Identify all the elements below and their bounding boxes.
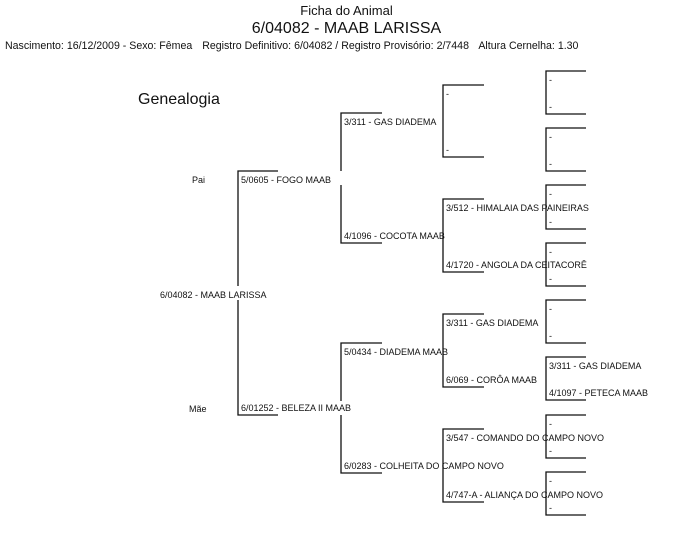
great-great-grandparent-dam-label: - xyxy=(549,274,552,284)
pedigree-bracket xyxy=(545,299,586,344)
great-great-grandparent-sire-label: - xyxy=(549,75,552,85)
grandparent-dam-label: 6/0283 - COLHEITA DO CAMPO NOVO xyxy=(344,461,504,471)
pedigree-bracket xyxy=(442,313,484,388)
pedigree-bracket xyxy=(545,414,586,459)
animal-name: 6/04082 - MAAB LARISSA xyxy=(251,20,442,37)
pedigree-bracket xyxy=(442,84,484,158)
great-great-grandparent-sire-label: - xyxy=(549,476,552,486)
pedigree-bracket xyxy=(340,112,382,244)
pedigree-bracket xyxy=(237,170,278,416)
registry: Registro Definitivo: 6/04082 / Registro … xyxy=(202,40,469,52)
great-great-grandparent-dam-label: - xyxy=(549,446,552,456)
great-grandparent-dam-label: 4/1720 - ANGOLA DA CEITACORÊ xyxy=(446,260,587,270)
great-great-grandparent-sire-label: - xyxy=(549,247,552,257)
withers-height: Altura Cernelha: 1.30 xyxy=(478,40,579,52)
pedigree-bracket xyxy=(545,184,586,230)
parent-dam-label: 6/01252 - BELEZA II MAAB xyxy=(241,403,351,413)
pedigree-bracket xyxy=(545,127,586,172)
great-great-grandparent-sire-label: - xyxy=(549,419,552,429)
page-title: Ficha do Animal xyxy=(300,3,393,18)
pedigree-bracket xyxy=(545,471,586,516)
genealogy-heading: Genealogia xyxy=(138,91,220,108)
great-great-grandparent-dam-label: 4/1097 - PETECA MAAB xyxy=(549,388,648,398)
great-grandparent-sire-label: 3/547 - COMANDO DO CAMPO NOVO xyxy=(446,433,604,443)
grandparent-dam-label: 4/1096 - COCOTA MAAB xyxy=(344,231,445,241)
sire-caption: Pai xyxy=(192,175,205,185)
great-grandparent-dam-label: 4/747-A - ALIANÇA DO CAMPO NOVO xyxy=(446,490,603,500)
great-grandparent-sire-label: - xyxy=(446,89,449,99)
great-great-grandparent-sire-label: - xyxy=(549,189,552,199)
great-great-grandparent-sire-label: - xyxy=(549,304,552,314)
pedigree-bracket xyxy=(545,356,586,401)
great-grandparent-dam-label: 6/069 - CORÔA MAAB xyxy=(446,375,537,385)
great-great-grandparent-dam-label: - xyxy=(549,159,552,169)
animal-info: Nascimento: 16/12/2009 - Sexo: Fêmea Reg… xyxy=(5,40,585,52)
pedigree-bracket xyxy=(545,242,586,287)
pedigree-bracket xyxy=(545,70,586,115)
great-grandparent-sire-label: 3/512 - HIMALAIA DAS PAINEIRAS xyxy=(446,203,589,213)
pedigree-bracket xyxy=(340,342,382,474)
great-grandparent-sire-label: 3/311 - GAS DIADEMA xyxy=(446,318,538,328)
pedigree-lines xyxy=(237,70,586,516)
birth-sex: Nascimento: 16/12/2009 - Sexo: Fêmea xyxy=(5,40,193,52)
great-great-grandparent-dam-label: - xyxy=(549,331,552,341)
great-great-grandparent-sire-label: 3/311 - GAS DIADEMA xyxy=(549,361,641,371)
dam-caption: Mãe xyxy=(189,404,207,414)
great-great-grandparent-sire-label: - xyxy=(549,132,552,142)
pedigree-bracket xyxy=(442,428,484,503)
great-great-grandparent-dam-label: - xyxy=(549,102,552,112)
grandparent-sire-label: 5/0434 - DIADEMA MAAB xyxy=(344,347,448,357)
parent-sire-label: 5/0605 - FOGO MAAB xyxy=(241,175,331,185)
great-great-grandparent-dam-label: - xyxy=(549,217,552,227)
great-grandparent-dam-label: - xyxy=(446,145,449,155)
great-great-grandparent-dam-label: - xyxy=(549,503,552,513)
pedigree-bracket xyxy=(442,198,484,273)
subject-label: 6/04082 - MAAB LARISSA xyxy=(160,290,267,300)
grandparent-sire-label: 3/311 - GAS DIADEMA xyxy=(344,117,436,127)
